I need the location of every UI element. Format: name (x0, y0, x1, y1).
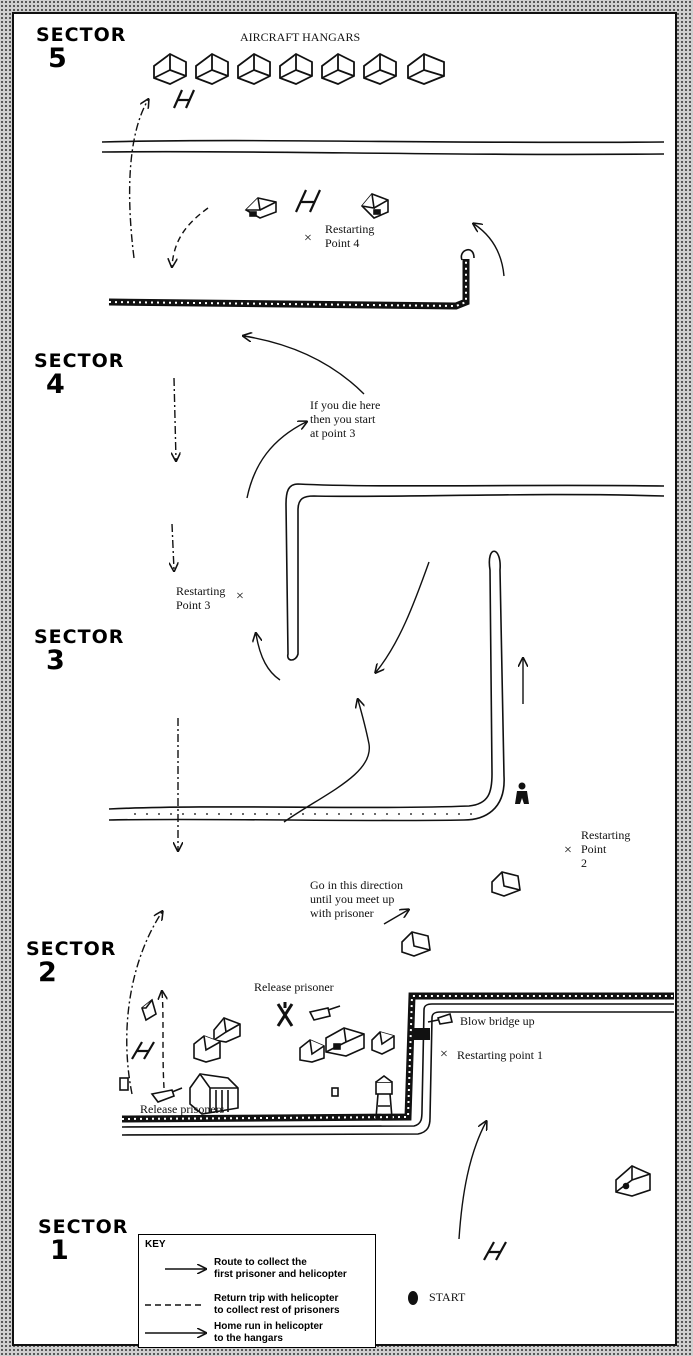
sector-label-1: SECTOR 1 (38, 1216, 128, 1264)
helipad-icon (172, 89, 196, 109)
release-prisoners-label: Release prisoners (140, 1102, 225, 1116)
building-icon (189, 1073, 239, 1115)
hangar-icon (321, 52, 355, 85)
restart-point-3-label: Restarting Point 3 (176, 584, 226, 612)
bridge (412, 1028, 430, 1040)
hangar-icon (407, 52, 445, 85)
sector-number: 1 (50, 1235, 69, 1266)
tank-icon (150, 1087, 183, 1103)
route-solid-arrow (256, 634, 281, 681)
start-marker-icon (408, 1291, 418, 1305)
sector-number: 5 (48, 43, 67, 74)
building-icon (119, 1077, 129, 1091)
sector-label-4: SECTOR 4 (34, 350, 124, 398)
soldier-icon (515, 782, 529, 804)
sector-word: SECTOR (38, 1216, 129, 1238)
tank-icon (308, 1005, 341, 1021)
restart-mark-3: × (236, 589, 244, 604)
building-icon (299, 1039, 325, 1063)
hangar-icon (279, 52, 313, 85)
restart-mark-2: × (564, 843, 572, 858)
aircraft-hangars-label: AIRCRAFT HANGARS (240, 30, 361, 44)
route-home-arrow (172, 523, 174, 570)
tank-icon (401, 931, 431, 957)
route-dashed-arrow (162, 992, 164, 1089)
building-icon (244, 197, 277, 219)
restart-mark-4: × (304, 231, 312, 246)
route-solid-arrow (383, 910, 408, 925)
tank-icon (427, 1012, 453, 1025)
sector-word: SECTOR (26, 938, 117, 960)
helipad-icon (294, 189, 322, 213)
hangar-icon (363, 52, 397, 85)
sector-label-3: SECTOR 3 (34, 626, 124, 674)
restart-mark-1: × (440, 1047, 448, 1062)
hangar-icon (195, 52, 229, 85)
die-here-label: If you die here then you start at point … (310, 398, 381, 440)
route-solid-arrow (246, 422, 306, 499)
hangar-icon (153, 52, 187, 85)
building-icon (331, 1087, 339, 1097)
map-area: SECTOR 5 SECTOR 4 SECTOR 3 SECTOR 2 SECT… (12, 12, 677, 1348)
blow-bridge-label: Blow bridge up (460, 1014, 535, 1028)
soldier-icon (276, 1002, 294, 1027)
route-solid-arrow (458, 1122, 486, 1240)
map-drawing (101, 52, 674, 1305)
building-icon (360, 193, 389, 219)
road-sector-2 (121, 992, 674, 1136)
route-home-arrow (126, 912, 162, 1095)
building-icon (371, 1031, 395, 1055)
wall-sector-4 (108, 249, 475, 310)
hangar-row (153, 52, 445, 85)
route-home-arrow (128, 100, 148, 259)
building-icon (213, 1017, 241, 1043)
route-solid-arrow (244, 336, 365, 395)
sector-label-2: SECTOR 2 (26, 938, 116, 986)
tank-icon (491, 871, 521, 897)
route-home-arrow (174, 377, 176, 460)
building-icon (325, 1027, 365, 1057)
road-sector-3-lower (108, 550, 505, 822)
building-icon (141, 998, 157, 1022)
building-icon (615, 1165, 651, 1197)
key-title: KEY (145, 1239, 166, 1250)
sector-label-5: SECTOR 5 (36, 24, 126, 72)
sector-word: SECTOR (34, 626, 125, 648)
go-direction-label: Go in this direction until you meet up w… (310, 878, 403, 920)
restart-point-4-label: Restarting Point 4 (325, 222, 375, 250)
route-dashed-arrow (172, 207, 209, 266)
start-label: START (429, 1290, 466, 1304)
key-lines (145, 1235, 375, 1347)
route-solid-arrow (474, 224, 505, 277)
helipad-icon (483, 1241, 507, 1261)
key-item-route: Route to collect the first prisoner and … (214, 1257, 347, 1280)
route-solid-arrow (376, 561, 430, 672)
release-prisoner-label: Release prisoner (254, 980, 334, 994)
sector-number: 4 (46, 369, 65, 400)
sector-number: 3 (46, 645, 65, 676)
hangar-icon (237, 52, 271, 85)
restart-point-1-label: Restarting point 1 (457, 1048, 543, 1062)
sector-word: SECTOR (34, 350, 125, 372)
road-sector-3-upper (285, 483, 665, 661)
watchtower-icon (375, 1075, 393, 1119)
restart-point-2-label: Restarting Point 2 (581, 828, 631, 870)
sector-number: 2 (38, 957, 57, 988)
road-sector-5 (101, 139, 665, 156)
key-item-home: Home run in helicopter to the hangars (214, 1321, 323, 1344)
building-icon (193, 1035, 221, 1063)
sector-word: SECTOR (36, 24, 127, 46)
map-key: KEY Route to collect the first prisoner … (138, 1234, 376, 1348)
route-solid-arrow (283, 700, 370, 823)
helipad-icon (131, 1041, 155, 1060)
key-item-return: Return trip with helicopter to collect r… (214, 1293, 340, 1316)
